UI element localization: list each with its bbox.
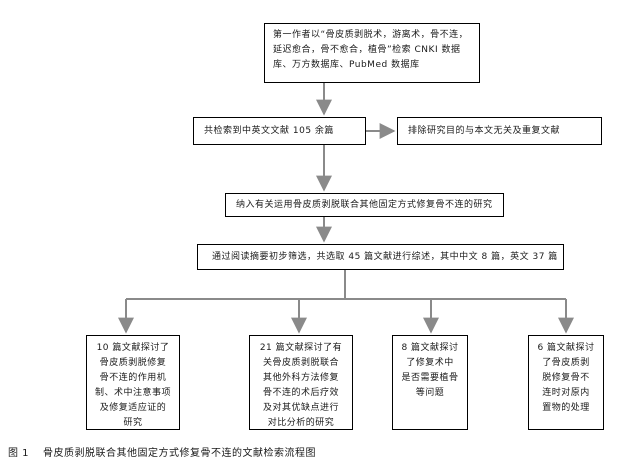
screened-records-text: 通过阅读摘要初步筛选，共选取 45 篇文献进行综述，其中中文 8 篇，英文 37…	[212, 252, 558, 262]
branch-2-line-6: 对比分析的研究	[267, 418, 335, 428]
branch-3-line-2: 了修复术中	[406, 358, 454, 368]
branch-2-line-4: 骨不连的术后疗效	[262, 388, 339, 398]
retrieved-records-box: 共检索到中英文文献 105 余篇	[193, 117, 366, 145]
branch-3-line-3: 是否需要植骨	[401, 373, 459, 383]
branch-1-line-6: 研究	[123, 418, 143, 428]
search-strategy-line-2: 延迟愈合，骨不愈合，植骨”检索 CNKI 数据	[273, 45, 461, 55]
branch-4-line-5: 置物的处理	[542, 403, 590, 413]
branch-3-line-1: 8 篇文献探讨	[401, 343, 459, 353]
branch-3-line-4: 等问题	[415, 388, 445, 398]
branch-4-line-2: 了骨皮质剥	[542, 358, 590, 368]
screened-records-box: 通过阅读摘要初步筛选，共选取 45 篇文献进行综述，其中中文 8 篇，英文 37…	[197, 244, 564, 270]
branch-box-4: 6 篇文献探讨 了骨皮质剥 脱修复骨不 连时对原内 置物的处理	[528, 335, 604, 430]
branch-1-line-2: 骨皮质剥脱修复	[99, 358, 167, 368]
included-studies-text: 纳入有关运用骨皮质剥脱联合其他固定方式修复骨不连的研究	[236, 200, 493, 210]
branch-2-line-5: 及对其优缺点进行	[262, 403, 339, 413]
branch-4-line-3: 脱修复骨不	[542, 373, 590, 383]
branch-box-3: 8 篇文献探讨 了修复术中 是否需要植骨 等问题	[392, 335, 468, 430]
search-strategy-line-1: 第一作者以“骨皮质剥脱术，游离术，骨不连，	[273, 30, 469, 40]
excluded-records-text: 排除研究目的与本文无关及重复文献	[408, 126, 561, 136]
figure-caption-text: 骨皮质剥脱联合其他固定方式修复骨不连的文献检索流程图	[43, 448, 317, 459]
branch-2-line-2: 关骨皮质剥脱联合	[262, 358, 339, 368]
branch-4-line-1: 6 篇文献探讨	[537, 343, 595, 353]
branch-2-line-1: 21 篇文献探讨了有	[259, 343, 343, 353]
included-studies-box: 纳入有关运用骨皮质剥脱联合其他固定方式修复骨不连的研究	[225, 193, 504, 217]
branch-1-line-4: 制、术中注意事项	[94, 388, 171, 398]
figure-label: 图 1	[8, 448, 30, 459]
branch-4-line-4: 连时对原内	[542, 388, 590, 398]
excluded-records-box: 排除研究目的与本文无关及重复文献	[397, 117, 602, 145]
branch-1-line-3: 骨不连的作用机	[99, 373, 167, 383]
figure-caption: 图 1 骨皮质剥脱联合其他固定方式修复骨不连的文献检索流程图	[8, 447, 316, 461]
search-strategy-box: 第一作者以“骨皮质剥脱术，游离术，骨不连， 延迟愈合，骨不愈合，植骨”检索 CN…	[264, 23, 480, 83]
branch-1-line-1: 10 篇文献探讨了	[96, 343, 170, 353]
retrieved-records-text: 共检索到中英文文献 105 余篇	[204, 126, 334, 136]
search-strategy-line-3: 库、万方数据库、PubMed 数据库	[273, 60, 420, 70]
branch-2-line-3: 其他外科方法修复	[262, 373, 339, 383]
branch-box-2: 21 篇文献探讨了有 关骨皮质剥脱联合 其他外科方法修复 骨不连的术后疗效 及对…	[249, 335, 353, 430]
branch-box-1: 10 篇文献探讨了 骨皮质剥脱修复 骨不连的作用机 制、术中注意事项 及修复适应…	[86, 335, 180, 430]
branch-1-line-5: 及修复适应证的	[99, 403, 167, 413]
